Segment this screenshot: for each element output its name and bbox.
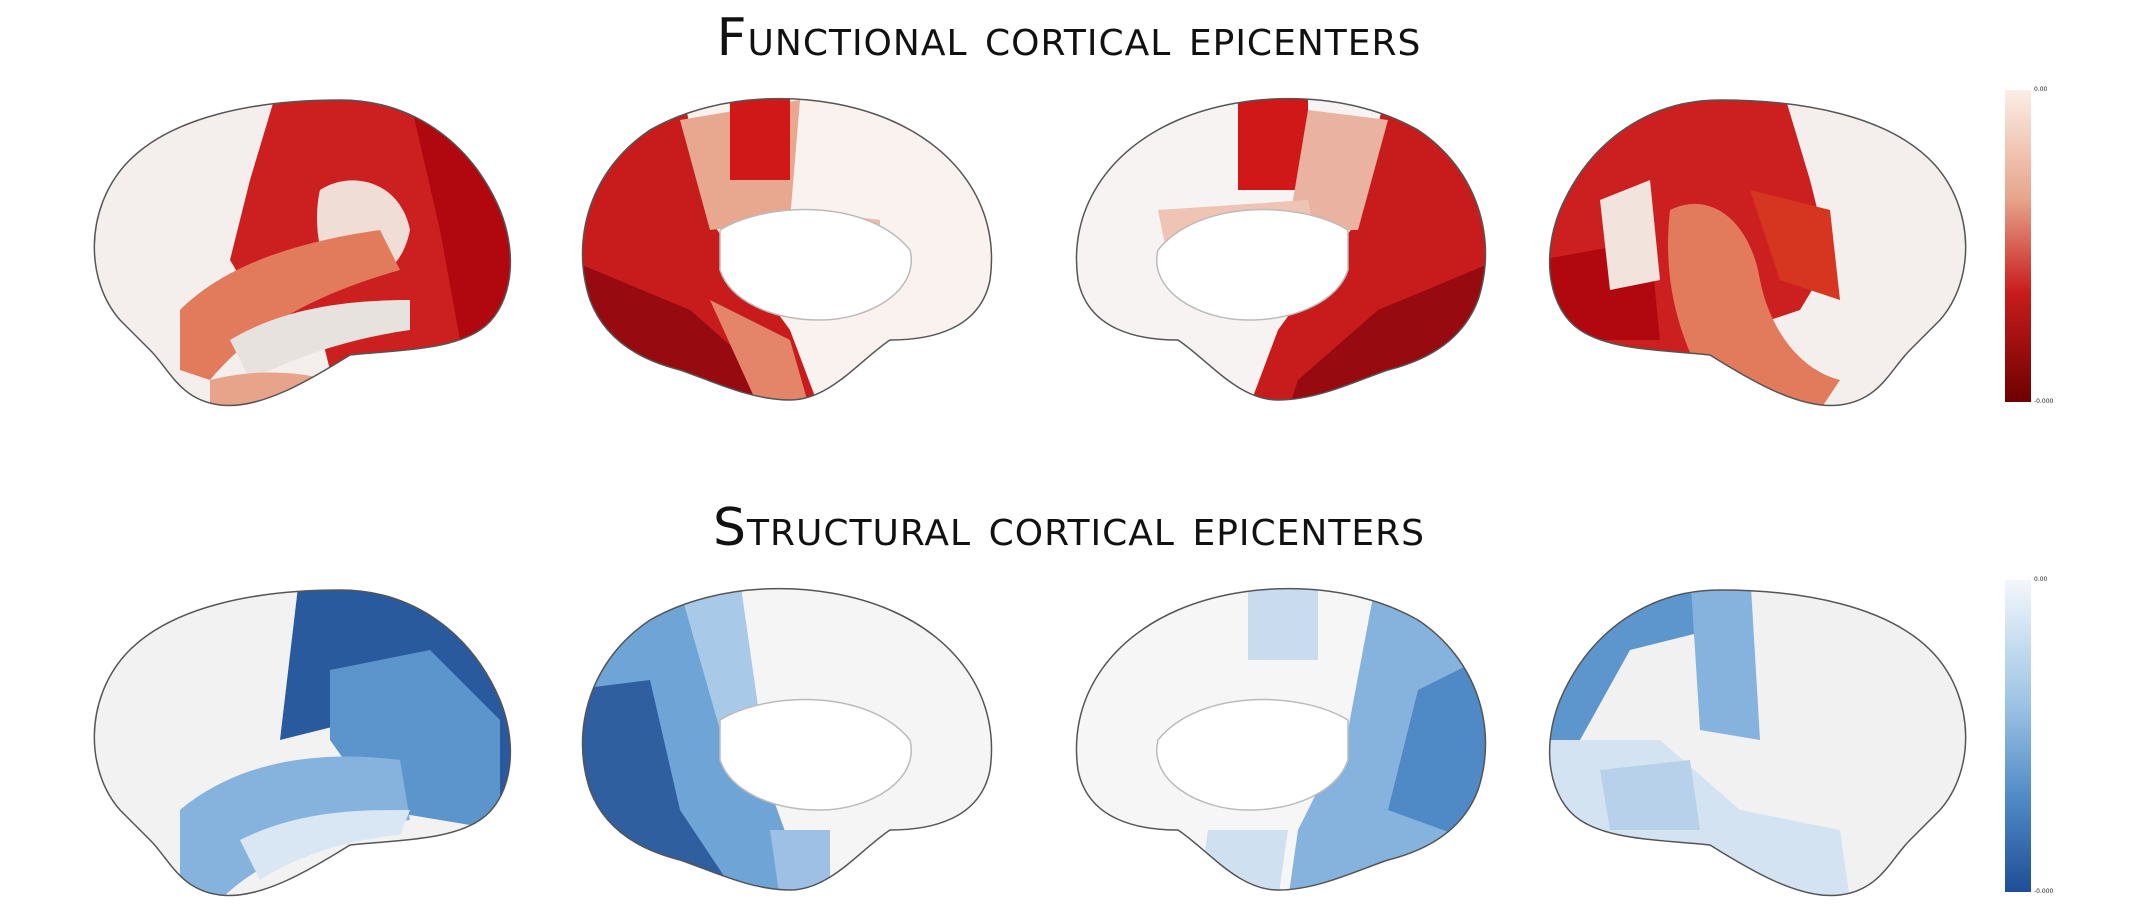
- structural-title: Structural cortical epicenters: [713, 498, 1425, 558]
- structural-medial-right-brain: [1075, 587, 1487, 891]
- structural-colorbar-max-label: 0.00: [2034, 576, 2048, 583]
- functional-lateral-left-brain: [93, 99, 512, 407]
- structural-lateral-left-brain: [93, 589, 512, 897]
- functional-medial-left-brain: [581, 97, 993, 401]
- structural-lateral-right-brain: [1548, 589, 1967, 897]
- functional-lateral-right-brain: [1548, 99, 1967, 407]
- functional-colorbar-max-label: 0.00: [2034, 86, 2048, 93]
- structural-colorbar: [2005, 580, 2031, 892]
- functional-colorbar: [2005, 90, 2031, 402]
- functional-title: Functional cortical epicenters: [716, 8, 1422, 68]
- functional-colorbar-min-label: -0.000: [2034, 398, 2054, 405]
- structural-colorbar-min-label: -0.000: [2034, 888, 2054, 895]
- functional-medial-right-brain: [1075, 97, 1487, 401]
- structural-medial-left-brain: [581, 587, 993, 891]
